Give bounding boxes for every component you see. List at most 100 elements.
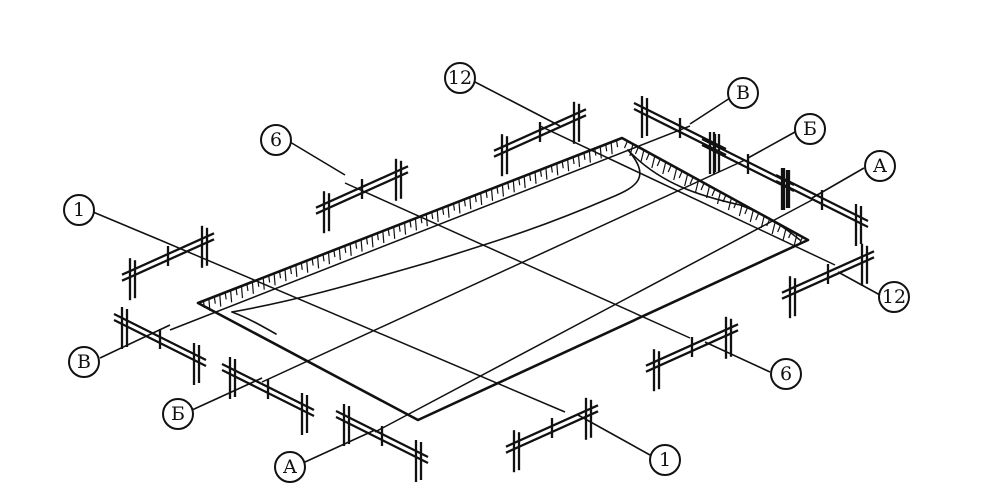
slope-hatch-mark	[673, 167, 678, 181]
axis-line-1	[159, 239, 566, 413]
axis-label-text: 6	[780, 363, 792, 385]
slope-hatch-mark	[295, 264, 298, 277]
slope-hatch-mark	[387, 228, 390, 237]
batter-board-top-6	[315, 158, 409, 234]
axis-label-text: 1	[659, 449, 671, 471]
slope-hatch-mark	[398, 224, 401, 232]
slope-hatch-mark	[393, 226, 396, 239]
axis-bubble-12-right: 12	[878, 281, 910, 313]
slope-hatch-mark	[442, 207, 445, 215]
axis-label-text: В	[77, 351, 91, 373]
leader-V-top	[689, 97, 731, 125]
leader-6-right	[704, 341, 771, 373]
slope-hatch-mark	[678, 170, 683, 179]
slope-hatch-mark	[645, 152, 650, 161]
slope-hatch-mark	[360, 239, 363, 252]
slope-hatch-mark	[469, 197, 472, 210]
slope-hatch-mark	[771, 221, 776, 235]
leader-B-right	[747, 131, 796, 159]
slope-hatch-mark	[798, 236, 804, 245]
slope-hatch-mark	[333, 250, 336, 258]
slope-hatch-mark	[480, 192, 483, 206]
slope-hatch-mark	[436, 209, 439, 222]
slope-hatch-mark	[414, 218, 418, 231]
axis-line-12	[539, 125, 836, 266]
batter-board-left-1	[121, 225, 215, 301]
axis-line-6	[344, 182, 691, 339]
axis-bubble-A-bottom: А	[274, 451, 306, 483]
slope-hatch-mark	[268, 275, 271, 283]
slope-hatch-mark	[344, 245, 347, 253]
slope-hatch-mark	[485, 190, 488, 198]
slope-hatch-mark	[208, 298, 211, 311]
slope-hatch-mark	[202, 300, 206, 308]
slope-hatch-mark	[251, 281, 254, 294]
axis-bubble-V-top: В	[727, 77, 759, 109]
leader-1-left	[92, 211, 161, 241]
slope-hatch-mark	[572, 156, 575, 165]
slope-hatch-mark	[534, 171, 537, 184]
slope-hatch-mark	[463, 199, 466, 207]
slope-hatch-mark	[458, 201, 461, 214]
slope-hatch-mark	[656, 158, 661, 167]
batter-board-bottom-A	[335, 404, 429, 482]
leader-A-bottom	[304, 429, 376, 463]
batter-board-bottom-1	[505, 397, 599, 473]
slope-hatch-mark	[403, 222, 407, 235]
slope-hatch-mark	[382, 231, 385, 244]
batter-board-top-12	[493, 101, 587, 177]
axis-label-text: 12	[448, 67, 472, 89]
slope-hatch-mark	[219, 294, 222, 307]
pit-bottom-left-edge	[231, 311, 277, 335]
slope-hatch-mark	[240, 286, 244, 299]
axis-label-text: А	[873, 155, 888, 177]
slope-hatch-mark	[782, 227, 787, 241]
slope-hatch-mark	[289, 266, 293, 275]
slope-hatch-mark	[365, 237, 369, 245]
slope-hatch-mark	[322, 254, 325, 262]
slope-hatch-mark	[615, 140, 619, 148]
axis-label-text: В	[736, 82, 750, 104]
axis-bubble-V-left: В	[68, 346, 100, 378]
excavation-pit	[196, 136, 810, 422]
slope-hatch-mark	[567, 159, 570, 172]
slope-hatch-mark	[496, 186, 499, 194]
axis-label-text: 12	[882, 286, 906, 308]
slope-hatch-mark	[749, 209, 754, 223]
batter-board-right-6	[645, 316, 739, 392]
slope-hatch-mark	[634, 146, 639, 155]
slope-hatch-mark	[349, 243, 352, 256]
slope-hatch-mark	[577, 154, 581, 167]
slope-hatch-mark	[561, 161, 564, 169]
slope-hatch-mark	[284, 269, 287, 282]
slope-hatch-mark	[474, 195, 477, 203]
slope-hatch-mark	[273, 273, 276, 286]
slope-hatch-mark	[376, 233, 379, 241]
slope-hatch-mark	[518, 178, 521, 186]
axis-line-V	[169, 125, 691, 331]
slope-hatch-mark	[640, 149, 645, 163]
axis-bubble-A-right: А	[864, 150, 896, 182]
slope-hatch-mark	[755, 212, 760, 221]
slope-hatch-mark	[623, 140, 629, 149]
slope-hatch-mark	[605, 144, 608, 152]
slope-hatch-mark	[371, 235, 374, 248]
batter-boards	[113, 96, 875, 482]
leader-B-left	[191, 377, 263, 411]
slope-hatch-mark	[599, 146, 602, 159]
slope-hatch-mark	[431, 211, 434, 220]
slope-hatch-mark	[507, 182, 510, 190]
slope-hatch-mark	[300, 262, 303, 270]
leader-6-top	[289, 141, 346, 176]
slope-hatch-mark	[550, 165, 553, 173]
axis-bubbles: 12 6 1 В Б А 1 6	[63, 62, 910, 483]
axis-label-text: Б	[171, 403, 185, 425]
slope-hatch-mark	[684, 173, 689, 187]
slope-hatch-mark	[278, 271, 282, 279]
axis-bubble-B-right: Б	[794, 113, 826, 145]
slope-hatch-mark	[230, 290, 233, 303]
slope-hatch-mark	[539, 169, 543, 177]
slope-hatch-mark	[705, 185, 711, 199]
